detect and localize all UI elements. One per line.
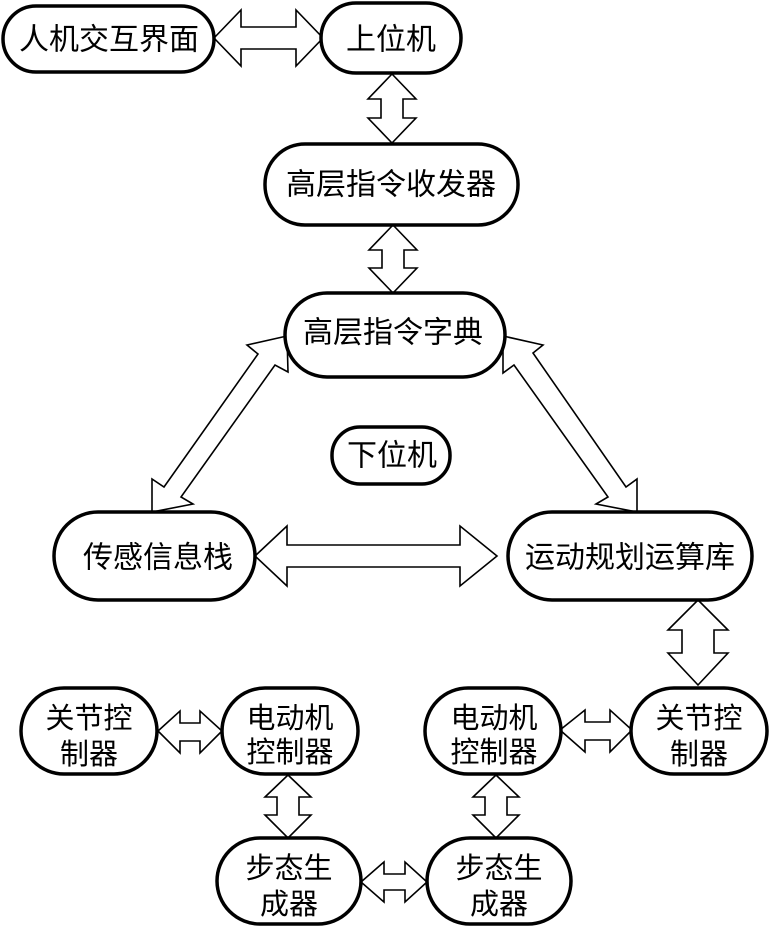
- node-motion-planning-label: 运动规划运算库: [525, 541, 735, 576]
- node-gait-gen-right: 步态生 成器: [425, 836, 573, 926]
- arrow-host-transceiver: [366, 72, 418, 145]
- node-motor-ctrl-right-line2: 控制器: [450, 735, 537, 769]
- node-gait-gen-right-line1: 步态生: [455, 851, 542, 885]
- node-host: 上位机: [319, 1, 463, 75]
- node-host-label: 上位机: [346, 23, 436, 58]
- node-motor-ctrl-left-line2: 控制器: [246, 735, 333, 769]
- arrow-transceiver-dictionary: [367, 223, 419, 295]
- node-sensor-stack: 传感信息栈: [52, 510, 257, 602]
- node-joint-ctrl-right: 关节控 制器: [629, 686, 769, 776]
- node-cmd-dictionary-label: 高层指令字典: [303, 316, 483, 351]
- node-hmi-label: 人机交互界面: [19, 23, 199, 58]
- node-joint-ctrl-right-line2: 制器: [670, 737, 728, 771]
- node-cmd-dictionary: 高层指令字典: [283, 291, 507, 379]
- arrow-hmi-host: [212, 8, 325, 68]
- arrow-joint-motor-left: [156, 709, 224, 755]
- node-gait-gen-left: 步态生 成器: [215, 836, 363, 926]
- node-gait-gen-right-line2: 成器: [470, 887, 528, 921]
- node-joint-ctrl-right-line1: 关节控: [655, 701, 742, 735]
- arrow-dictionary-sensor: [151, 335, 289, 513]
- arrow-sensor-motion: [253, 524, 499, 588]
- arrow-motor-joint-right: [558, 708, 634, 754]
- node-hmi: 人机交互界面: [1, 4, 216, 74]
- node-cmd-transceiver-label: 高层指令收发器: [286, 168, 496, 203]
- node-slave: 下位机: [330, 425, 452, 486]
- node-motor-ctrl-left: 电动机 控制器: [220, 686, 360, 776]
- node-gait-gen-left-line1: 步态生: [245, 851, 332, 885]
- arrow-dictionary-motion: [502, 335, 638, 513]
- node-gait-gen-left-line2: 成器: [260, 887, 318, 921]
- node-joint-ctrl-left-line2: 制器: [60, 737, 118, 771]
- arrow-motor-gait-right: [471, 773, 521, 840]
- node-slave-label: 下位机: [347, 439, 437, 474]
- node-joint-ctrl-left-line1: 关节控: [45, 701, 132, 735]
- node-motor-ctrl-right: 电动机 控制器: [423, 686, 563, 776]
- node-joint-ctrl-left: 关节控 制器: [19, 686, 159, 776]
- arrow-motion-joint-right: [666, 598, 730, 687]
- node-sensor-stack-label: 传感信息栈: [83, 541, 233, 576]
- arrow-motor-gait-left: [263, 773, 313, 840]
- node-motor-ctrl-right-line1: 电动机: [450, 701, 537, 735]
- node-cmd-transceiver: 高层指令收发器: [263, 142, 520, 227]
- node-motion-planning: 运动规划运算库: [506, 510, 754, 602]
- arrow-gait-left-right: [359, 860, 429, 904]
- node-motor-ctrl-left-line1: 电动机: [246, 701, 333, 735]
